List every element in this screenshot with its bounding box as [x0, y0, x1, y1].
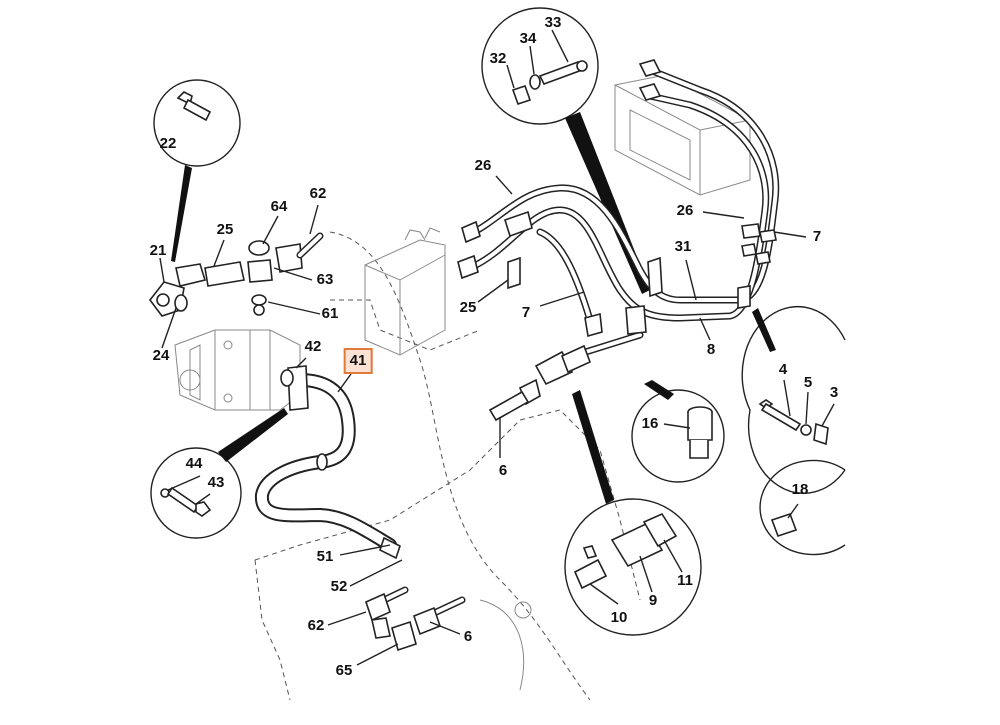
callout-10: 10: [610, 609, 628, 626]
detail-circle-43-44: [150, 408, 288, 539]
callout-64: 64: [270, 198, 288, 215]
detail-circle-32-33-34: [481, 7, 650, 294]
callout-4: 4: [778, 361, 788, 378]
leader-lines: [159, 29, 835, 666]
callout-63: 63: [316, 271, 334, 288]
callout-7: 7: [521, 304, 531, 321]
callout-25: 25: [216, 221, 234, 238]
fitting-cluster-left: [148, 232, 324, 317]
callout-6: 6: [463, 628, 473, 645]
callout-22: 22: [159, 135, 177, 152]
callout-26: 26: [676, 202, 694, 219]
callout-32: 32: [489, 50, 507, 67]
control-valve-block: [364, 227, 446, 356]
detail-circle-22: [153, 79, 241, 262]
detail-circle-16: [631, 380, 725, 483]
callout-51: 51: [316, 548, 334, 565]
callout-62: 62: [307, 617, 325, 634]
callout-65: 65: [335, 662, 353, 679]
callout-18: 18: [791, 481, 809, 498]
callout-31: 31: [674, 238, 692, 255]
callout-44: 44: [185, 455, 203, 472]
callout-62: 62: [309, 185, 327, 202]
callout-61: 61: [321, 305, 339, 322]
callout-25: 25: [459, 299, 477, 316]
hydraulic-pump: [174, 329, 301, 411]
callout-41-highlighted[interactable]: 41: [343, 348, 373, 374]
callout-6: 6: [498, 462, 508, 479]
chassis-outline: [254, 231, 641, 701]
callout-34: 34: [519, 30, 537, 47]
callout-5: 5: [803, 374, 813, 391]
callout-7: 7: [812, 228, 822, 245]
detail-circle-3-4-5: [741, 306, 846, 494]
pipes-upper-right: [457, 59, 780, 364]
fittings-middle: [488, 344, 592, 422]
callout-9: 9: [648, 592, 658, 609]
fittings-bottom: [365, 586, 466, 652]
callout-16: 16: [641, 415, 659, 432]
callout-11: 11: [677, 572, 693, 589]
hose-41: [255, 365, 401, 560]
callout-33: 33: [544, 14, 562, 31]
detail-circle-9-10-11: [564, 390, 702, 636]
detail-circle-18: [759, 459, 846, 556]
callout-52: 52: [330, 578, 348, 595]
callout-26: 26: [474, 157, 492, 174]
callout-21: 21: [149, 242, 167, 259]
cooler-block: [614, 74, 751, 196]
callout-3: 3: [829, 384, 839, 401]
callout-8: 8: [706, 341, 716, 358]
callout-24: 24: [152, 347, 170, 364]
callout-42: 42: [304, 338, 322, 355]
callout-43: 43: [207, 474, 225, 491]
